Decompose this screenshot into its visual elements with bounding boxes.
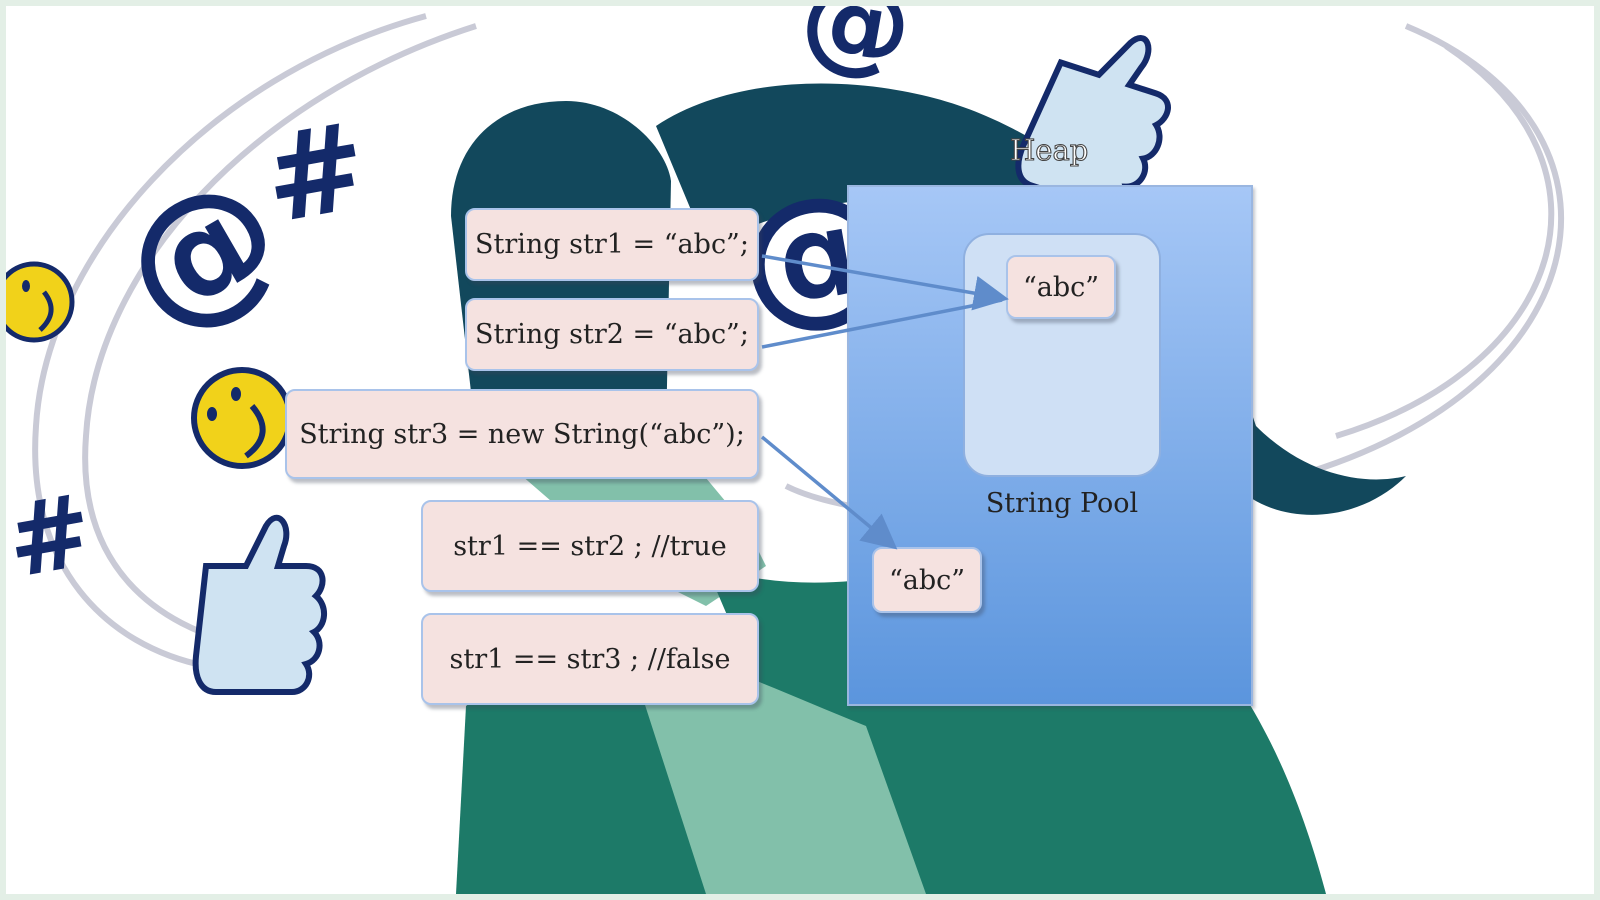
statement-str3: String str3 = new String(“abc”); [285,389,759,479]
heap-object-value: “abc” [872,547,982,613]
statement-compare-false: str1 == str3 ; //false [421,613,759,705]
pool-value: “abc” [1006,255,1116,319]
smiley-face-icon [6,261,75,343]
statement-str1: String str1 = “abc”; [465,208,759,281]
heap-label: Heap [1009,132,1089,167]
string-pool-label: String Pool [985,488,1139,519]
thumbs-up-icon [192,514,327,695]
statement-compare-true: str1 == str2 ; //true [421,500,759,592]
statement-str2: String str2 = “abc”; [465,298,759,371]
slide-canvas: @ @ @ # # [6,6,1594,894]
at-sign-icon: @ [791,6,922,94]
background-illustration: @ @ @ # # [6,6,1565,894]
hash-icon: # [254,97,377,251]
smiley-face-icon [191,367,293,469]
